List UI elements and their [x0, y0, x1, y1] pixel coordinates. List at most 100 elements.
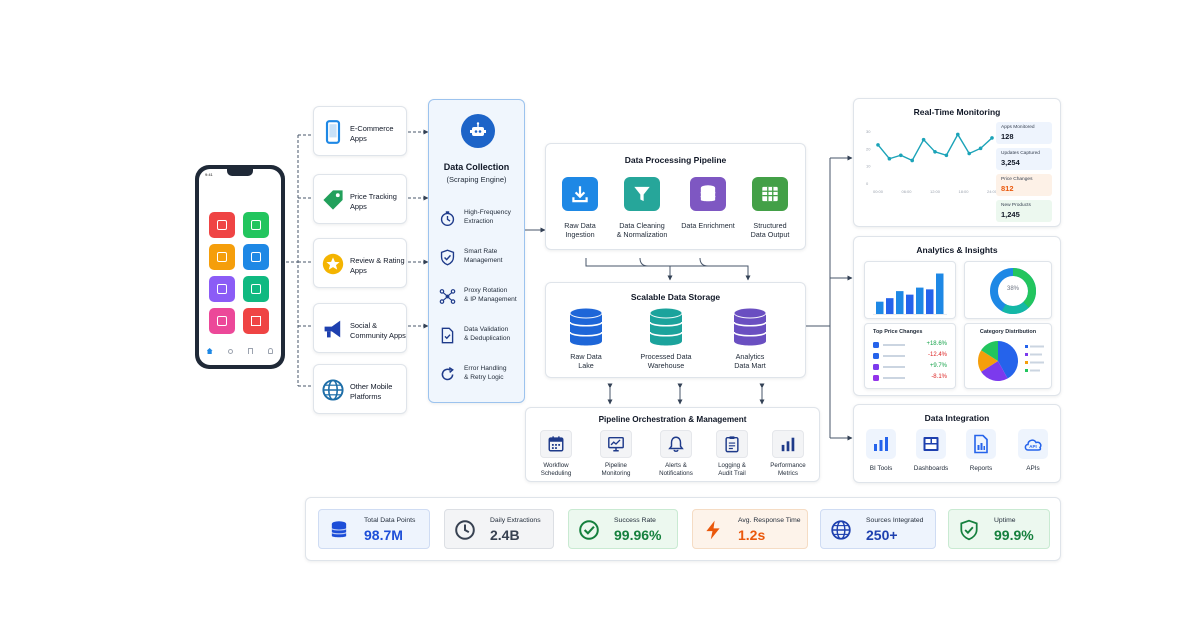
kpi-value: 98.7M	[364, 527, 403, 543]
kpi-value: 99.96%	[614, 527, 662, 543]
price-change-row: +18.6%	[873, 341, 951, 350]
profile-icon[interactable]	[268, 348, 274, 354]
bi-tools-icon[interactable]	[866, 429, 896, 459]
bar	[906, 294, 914, 314]
smartphone-icon	[320, 119, 346, 145]
search-icon[interactable]	[227, 348, 233, 354]
orchestration-title: Pipeline Orchestration & Management	[598, 415, 747, 424]
analytics-title: Analytics & Insights	[916, 245, 998, 255]
bar	[936, 273, 944, 314]
bookmark-icon[interactable]	[248, 348, 254, 354]
kpi-label: Success Rate	[614, 517, 656, 524]
pie-slice	[981, 341, 998, 361]
category-pie-chart	[978, 341, 1018, 381]
series-point	[910, 158, 914, 163]
pipeline-step-line1: Data Enrichment	[681, 221, 735, 230]
source-label-line1: E-Commerce	[350, 124, 394, 133]
collection-feature: Error Handling & Retry Logic	[437, 362, 523, 390]
kpi-value: 1.2s	[738, 527, 766, 543]
placeholder-bar	[883, 355, 905, 357]
feature-line2: & Retry Logic	[464, 374, 504, 381]
integration-title: Data Integration	[924, 413, 990, 423]
analytics-donut-chart	[990, 268, 1036, 314]
app-dot-icon	[873, 375, 879, 381]
storage-title: Scalable Data Storage	[630, 292, 721, 302]
phone-app-more-icon[interactable]	[243, 308, 269, 334]
database-icon	[568, 307, 604, 347]
price-tag-icon	[320, 187, 346, 213]
bar	[896, 291, 904, 314]
megaphone-icon	[320, 316, 346, 342]
feature-line1: Smart Rate	[464, 248, 498, 255]
source-label-line1: Review & Rating	[350, 256, 405, 265]
integration-label: BI Tools	[869, 465, 893, 472]
source-label-line1: Other Mobile	[350, 382, 393, 391]
home-icon[interactable]	[206, 348, 213, 354]
analytics-bar-chart	[873, 273, 947, 315]
data-collection-panel: Data Collection (Scraping Engine) High-F…	[428, 99, 525, 403]
phone-app-car-icon[interactable]	[243, 276, 269, 302]
orch-line2: Notifications	[659, 470, 693, 477]
series-point	[887, 156, 892, 161]
report-icon[interactable]	[966, 429, 996, 459]
bar	[886, 298, 894, 314]
phone-app-cart-icon[interactable]	[243, 212, 269, 238]
y-tick-label: 30	[866, 129, 871, 134]
feature-line1: Proxy Rotation	[464, 287, 508, 294]
phone-app-food-icon[interactable]	[209, 244, 235, 270]
series-line	[877, 133, 993, 162]
svg-text:API: API	[1029, 444, 1037, 449]
food-icon	[217, 252, 227, 262]
kpi-value: 2.4B	[490, 527, 520, 543]
orchestration-panel: Pipeline Orchestration & Management Work…	[525, 407, 820, 482]
pipeline-step-line1: Raw Data	[564, 221, 596, 230]
category-distribution-card: Category Distribution	[964, 323, 1052, 389]
app-dot-icon	[873, 364, 879, 370]
phone-app-shopping-bag-icon[interactable]	[209, 212, 235, 238]
pipeline-title: Data Processing Pipeline	[624, 155, 727, 165]
storage-line1: Analytics	[735, 352, 765, 361]
phone-app-dress-icon[interactable]	[209, 308, 235, 334]
category-title: Category Distribution	[979, 329, 1037, 335]
source-card[interactable]: Social &Community Apps	[313, 303, 407, 353]
pipeline-step-line1: Data Cleaning	[619, 221, 665, 230]
kpi-label: Uptime	[994, 517, 1016, 524]
bar-chart-icon	[772, 430, 804, 458]
price-change-value: -8.1%	[931, 374, 947, 380]
orch-line2: Audit Trail	[718, 470, 746, 477]
y-tick-label: 20	[866, 146, 871, 151]
dress-icon	[217, 316, 227, 326]
price-change-row: +9.7%	[873, 363, 951, 372]
stat-value: 1,245	[1001, 210, 1020, 219]
car-icon	[251, 284, 261, 294]
pipeline-step-line2: & Normalization	[616, 230, 668, 239]
y-tick-label: 10	[866, 164, 871, 169]
orch-line1: Performance	[770, 462, 806, 469]
phone-app-ticket-icon[interactable]	[209, 276, 235, 302]
kpi-value: 250+	[866, 527, 898, 543]
stat-label: Price Changes	[1001, 177, 1033, 182]
api-cloud-icon[interactable]: API	[1018, 429, 1048, 459]
dashboard-icon[interactable]	[916, 429, 946, 459]
orch-line1: Pipeline	[604, 462, 628, 469]
phone-app-plane-icon[interactable]	[243, 244, 269, 270]
feature-label: Proxy Rotation& IP Management	[464, 286, 517, 304]
kpi-card: Success Rate 99.96%	[568, 509, 678, 549]
download-tray-icon	[562, 177, 598, 211]
feature-line1: Error Handling	[464, 365, 507, 372]
